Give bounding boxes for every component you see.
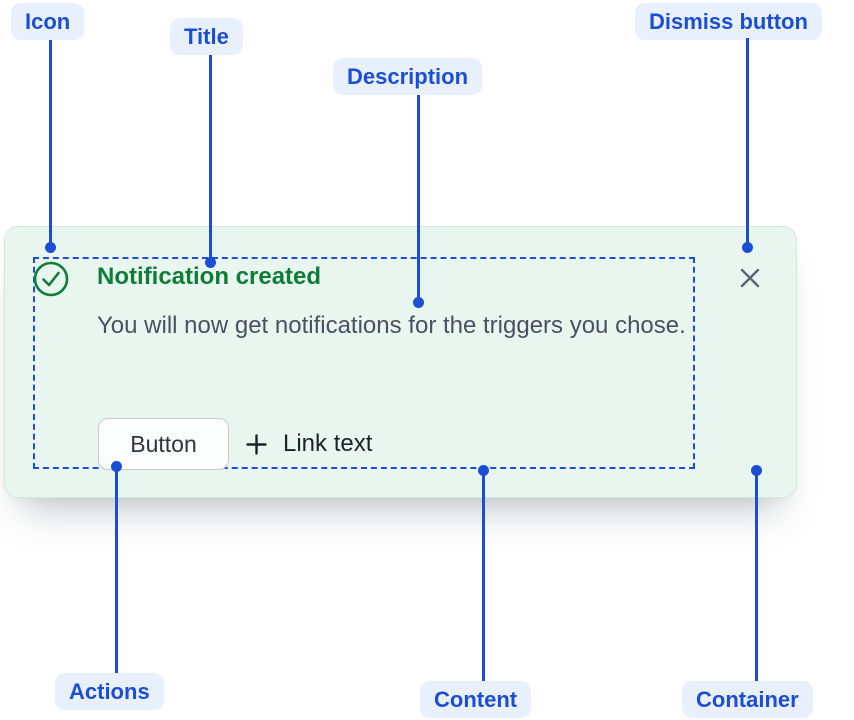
callout-dot-title bbox=[205, 257, 216, 268]
callout-line-container bbox=[755, 471, 758, 681]
content-region-outline bbox=[33, 257, 695, 469]
callout-line-title bbox=[209, 55, 212, 263]
link-action[interactable]: Link text bbox=[245, 418, 372, 470]
action-button-label: Button bbox=[130, 430, 197, 457]
callout-label-container: Container bbox=[682, 681, 813, 718]
callout-dot-container bbox=[751, 465, 762, 476]
callout-dot-icon bbox=[45, 242, 56, 253]
link-action-label: Link text bbox=[283, 430, 373, 457]
callout-label-title: Title bbox=[170, 18, 243, 55]
callout-label-content: Content bbox=[420, 681, 532, 718]
callout-label-description: Description bbox=[333, 58, 483, 95]
callout-line-actions bbox=[115, 467, 118, 673]
callout-label-icon: Icon bbox=[11, 3, 85, 40]
plus-icon bbox=[245, 433, 268, 456]
callout-dot-actions bbox=[111, 461, 122, 472]
callout-line-dismiss-button bbox=[746, 38, 749, 248]
callout-dot-description bbox=[413, 297, 424, 308]
callout-dot-content bbox=[478, 465, 489, 476]
close-icon bbox=[738, 266, 762, 290]
success-check-icon bbox=[32, 260, 70, 298]
callout-label-dismiss-button: Dismiss button bbox=[635, 3, 822, 40]
callout-line-content bbox=[482, 471, 485, 681]
callout-label-actions: Actions bbox=[55, 673, 164, 710]
callout-line-description bbox=[417, 95, 420, 303]
notification-container: Notification created You will now get no… bbox=[4, 226, 797, 498]
dismiss-button[interactable] bbox=[732, 260, 768, 296]
callout-line-icon bbox=[49, 40, 52, 248]
notification-description: You will now get notifications for the t… bbox=[97, 312, 686, 339]
callout-dot-dismiss-button bbox=[742, 242, 753, 253]
